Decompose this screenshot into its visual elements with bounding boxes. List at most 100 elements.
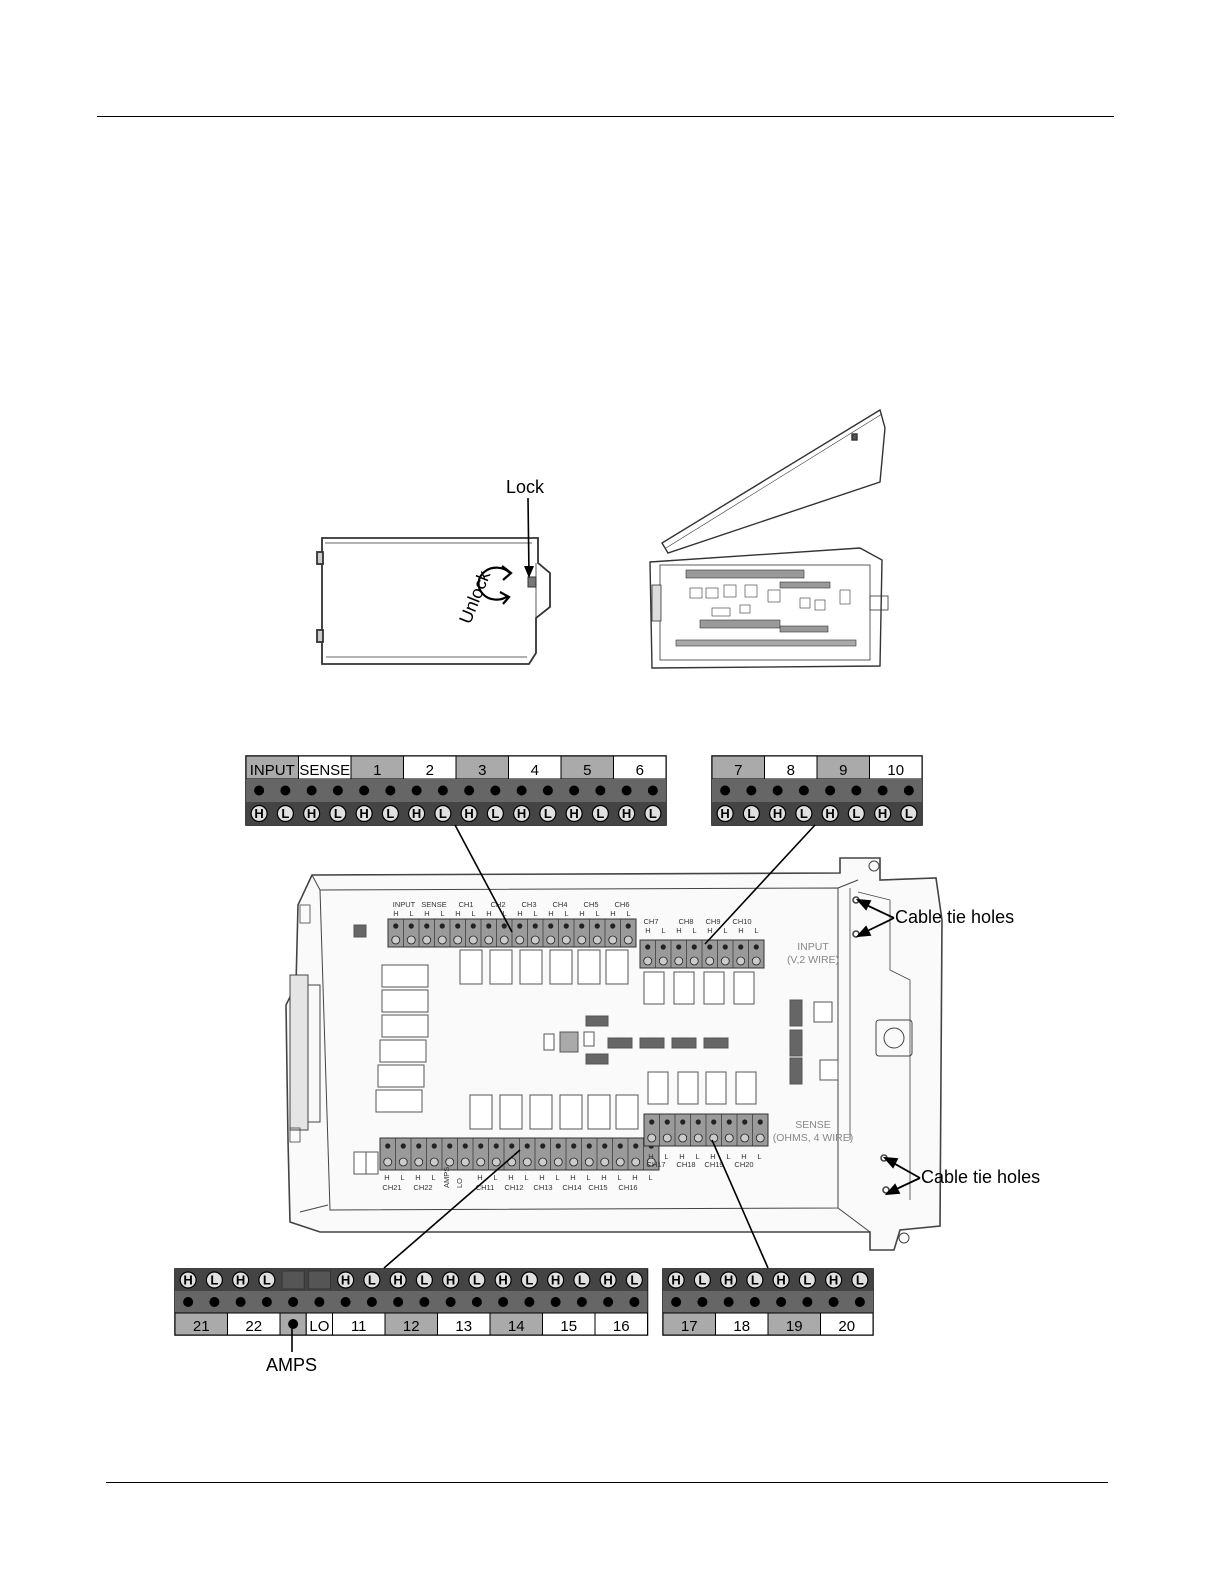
terminal-l-label: L (649, 806, 657, 821)
board-pin-letter: H (579, 909, 584, 918)
board-strip-pin (555, 1143, 561, 1149)
board-strip-pin (478, 1143, 484, 1149)
board-strip-screw (647, 1133, 657, 1143)
board-strip-screw (437, 935, 447, 945)
terminal-h-label-circle (769, 804, 787, 823)
leader-line-bottom-left (383, 1149, 521, 1269)
board-label-bottom-vertical: LO (455, 1178, 464, 1188)
board-pin-letter: H (486, 909, 491, 918)
board-strip-pin (540, 1143, 546, 1149)
terminal-blank-cell (307, 1270, 331, 1290)
board-pin-letter: L (626, 909, 630, 918)
terminal-l-label: L (473, 1273, 481, 1288)
terminal-h-label-circle (408, 804, 426, 823)
terminal-screw-dot (772, 785, 783, 796)
sense-caption: SENSE (795, 1119, 831, 1131)
board-strip-pin (416, 1143, 422, 1149)
terminal-l-label: L (856, 1273, 864, 1288)
board-label-top: CH4 (552, 900, 567, 909)
terminal-screw-dot (746, 785, 757, 796)
board-strip-pin (439, 923, 445, 929)
board-strip-pin (486, 923, 492, 929)
block-footer-label: 20 (838, 1318, 855, 1335)
board-strip-screw (658, 956, 668, 966)
terminal-screw-dot (798, 785, 809, 796)
terminal-screw-dot (464, 785, 475, 796)
block-header-label: 4 (531, 762, 539, 779)
open-unit-drawing (649, 408, 889, 669)
block-terminal-row (663, 1269, 873, 1291)
board-strip-pin (722, 944, 728, 950)
board-strip-screw (468, 935, 478, 945)
terminal-l-label: L (747, 806, 755, 821)
board-label-top: CH6 (614, 900, 629, 909)
board-strip-pin (470, 923, 476, 929)
terminal-l-label-circle (434, 804, 452, 823)
board-strip-screw (623, 935, 633, 945)
board-strip-screw (643, 956, 653, 966)
footer-rule (106, 1482, 1108, 1483)
board-pin-letter: H (517, 909, 522, 918)
terminal-h-label: H (878, 806, 887, 821)
header-rule (97, 116, 1114, 117)
terminal-l-label-circle (276, 804, 294, 823)
terminal-h-label-circle (716, 804, 734, 823)
terminal-screw-dot (776, 1297, 787, 1307)
board-strip-screw (398, 1157, 408, 1167)
board-pin-letter: H (393, 909, 398, 918)
board-strip-pin (691, 944, 697, 950)
terminal-screw-dot (877, 785, 888, 796)
board-pin-letter: H (424, 909, 429, 918)
board-strip-screw (693, 1133, 703, 1143)
board-label-right-top: CH7 (643, 917, 658, 926)
terminal-screw-dot (802, 1297, 813, 1307)
board-pin-letter: L (757, 1152, 761, 1161)
terminal-h-label: H (254, 806, 263, 821)
block-footer-label: 18 (733, 1318, 750, 1335)
board-pin-letter: H (508, 1173, 513, 1182)
board-strip-pin (602, 1143, 608, 1149)
board-strip-screw (499, 935, 509, 945)
board-pin-letter: L (595, 909, 599, 918)
block-footer-cell (594, 1312, 648, 1336)
board-strip-pin (676, 944, 682, 950)
board-pin-letter: L (533, 909, 537, 918)
terminal-h-label-circle (494, 1271, 512, 1289)
unlock-arrow-icon (477, 565, 513, 605)
board-label-bottom: CH12 (504, 1183, 523, 1192)
board-strip-pin (501, 923, 507, 929)
board-strip-screw (662, 1133, 672, 1143)
terminal-h-label-circle (599, 1271, 617, 1289)
terminal-screw-dot (471, 1297, 482, 1307)
board-strip-screw (406, 935, 416, 945)
board-pin-letter: L (648, 1173, 652, 1182)
board-strip-screw (491, 1157, 501, 1167)
board-pin-letter: H (707, 926, 712, 935)
board-strip-screw (460, 1157, 470, 1167)
lock-label: Lock (506, 477, 545, 497)
sense-caption-sub: (OHMS, 4 WIRE) (773, 1132, 854, 1144)
board-strip-screw (720, 956, 730, 966)
terminal-h-label: H (464, 806, 473, 821)
board-label-bottom: CH11 (476, 1183, 495, 1192)
terminal-screw-dot (490, 785, 501, 796)
block-terminal-row (712, 802, 922, 825)
amps-terminal-dot (288, 1319, 299, 1329)
terminal-screw-dot (183, 1297, 194, 1307)
terminal-l-label: L (803, 1273, 811, 1288)
terminal-h-label-circle (547, 1271, 565, 1289)
board-strip-screw (522, 1157, 532, 1167)
board-pin-letter: L (564, 909, 568, 918)
board-pin-letter: H (415, 1173, 420, 1182)
terminal-screw-dot (411, 785, 422, 796)
terminal-h-label-circle (667, 1271, 685, 1289)
terminal-h-label: H (393, 1273, 402, 1288)
terminal-screw-dot (314, 1297, 325, 1307)
board-strip-screw (736, 956, 746, 966)
terminal-l-label-circle (693, 1271, 711, 1289)
block-footer-label: 21 (193, 1318, 210, 1335)
board-strip-pin (695, 1119, 701, 1125)
terminal-screw-dot (603, 1297, 614, 1307)
board-strip-pin (493, 1143, 499, 1149)
